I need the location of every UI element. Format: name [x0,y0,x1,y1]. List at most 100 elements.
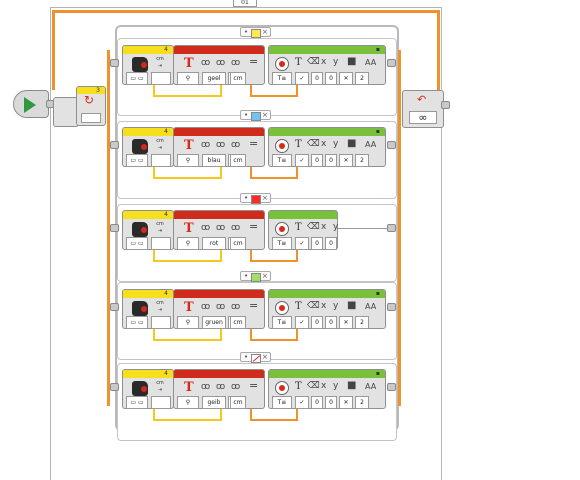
case-tab-3[interactable]: • × [240,193,271,204]
text-mode-selector[interactable]: ⚲ [177,237,199,250]
sensor-port-value[interactable]: 4 [164,290,168,297]
sensor-port-value[interactable]: 4 [164,128,168,135]
row-in-port[interactable] [110,141,119,149]
case-close-icon[interactable]: × [262,272,268,280]
text-value-unit[interactable]: cm [230,154,246,167]
display-font-value[interactable]: 2 [355,154,369,167]
display-font-value[interactable]: 2 [355,72,369,85]
row-in-port[interactable] [110,224,119,232]
sensor-output-plug[interactable] [151,154,171,167]
display-x-value[interactable]: 0 [311,154,323,167]
sensor-mode-selector[interactable]: ▭ ▭ [126,72,148,85]
text-mode-selector[interactable]: ⚲ [177,316,199,329]
row-in-port[interactable] [110,383,119,391]
switch-port-value[interactable]: 3 [96,87,100,94]
case-close-icon[interactable]: × [262,194,268,202]
display-color-toggle[interactable]: ✕ [339,154,353,167]
sensor-output-plug[interactable] [151,72,171,85]
case-tab-1[interactable]: • × [240,27,271,38]
row-out-port[interactable] [387,141,396,149]
switch-mode-selector[interactable] [81,113,101,123]
row-in-port[interactable] [110,303,119,311]
loop-end-block[interactable]: ↶ ∞ [402,90,444,128]
case-tab-5[interactable]: • × [240,352,271,363]
loop-label[interactable]: 01 [233,0,257,7]
display-clear-toggle[interactable]: ✓ [295,316,309,329]
display-color-toggle[interactable]: ✕ [339,72,353,85]
sensor-port-value[interactable]: 4 [164,46,168,53]
display-mode-selector[interactable]: T≡ [272,316,292,329]
display-mode-selector[interactable]: T≡ [272,154,292,167]
sensor-output-plug[interactable] [151,316,171,329]
text-value-a[interactable]: geib [202,396,226,409]
text-mode-selector[interactable]: ⚲ [177,72,199,85]
loop-end-out-port[interactable] [441,101,450,109]
display-y-value[interactable]: 0 [325,237,337,250]
sensor-port-value[interactable]: 4 [164,211,168,218]
case-tab-2[interactable]: • × [240,110,271,121]
text-value-unit[interactable]: cm [230,237,246,250]
case-close-icon[interactable]: × [262,28,268,36]
sensor-mode-selector[interactable]: ▭ ▭ [126,154,148,167]
sensor-mode-selector[interactable]: ▭ ▭ [126,396,148,409]
case-close-icon[interactable]: × [262,353,268,361]
sensor-mode-selector[interactable]: ▭ ▭ [126,316,148,329]
row-out-port[interactable] [387,59,396,67]
display-x-value[interactable]: 0 [311,396,323,409]
display-y-value[interactable]: 0 [325,154,337,167]
text-mode-selector[interactable]: ⚲ [177,396,199,409]
text-value-unit[interactable]: cm [230,72,246,85]
sensor-output-plug[interactable] [151,396,171,409]
display-y-value[interactable]: 0 [325,396,337,409]
display-y-value[interactable]: 0 [325,316,337,329]
display-clear-toggle[interactable]: ✓ [295,396,309,409]
display-clear-toggle[interactable]: ✓ [295,154,309,167]
text-value-a[interactable]: rot [202,237,226,250]
display-clear-toggle[interactable]: ✓ [295,237,309,250]
display-x-value[interactable]: 0 [311,72,323,85]
row-out-port[interactable] [387,303,396,311]
display-font-value[interactable]: 2 [355,396,369,409]
display-color-toggle[interactable]: ✕ [339,396,353,409]
display-x-value[interactable]: 0 [311,237,323,250]
row-out-port[interactable] [387,383,396,391]
display-mode-selector[interactable]: T≡ [272,72,292,85]
display-mode-selector[interactable]: T≡ [272,396,292,409]
sensor-output-plug[interactable] [151,237,171,250]
text-value-a[interactable]: geel [202,72,226,85]
sensor-port-value[interactable]: 4 [164,370,168,377]
display-font-value[interactable]: 2 [355,316,369,329]
loop-mode-selector[interactable]: ∞ [409,111,437,124]
text-value-a[interactable]: blau [202,154,226,167]
text-value-unit[interactable]: cm [230,396,246,409]
start-block[interactable] [13,90,49,118]
sensor-mode-selector[interactable]: ▭ ▭ [126,237,148,250]
display-mode-selector[interactable]: T≡ [272,237,292,250]
text-mode-selector[interactable]: ⚲ [177,154,199,167]
case-close-icon[interactable]: × [262,111,268,119]
switch-block[interactable]: 3 ↻ [76,86,106,126]
text-value-unit[interactable]: cm [230,316,246,329]
text-value-a[interactable]: gruen [202,316,226,329]
row-out-port[interactable] [387,224,396,232]
display-y-value[interactable]: 0 [325,72,337,85]
case-tab-4[interactable]: • × [240,271,271,282]
row-in-port[interactable] [110,59,119,67]
display-color-toggle[interactable]: ✕ [339,316,353,329]
display-clear-toggle[interactable]: ✓ [295,72,309,85]
